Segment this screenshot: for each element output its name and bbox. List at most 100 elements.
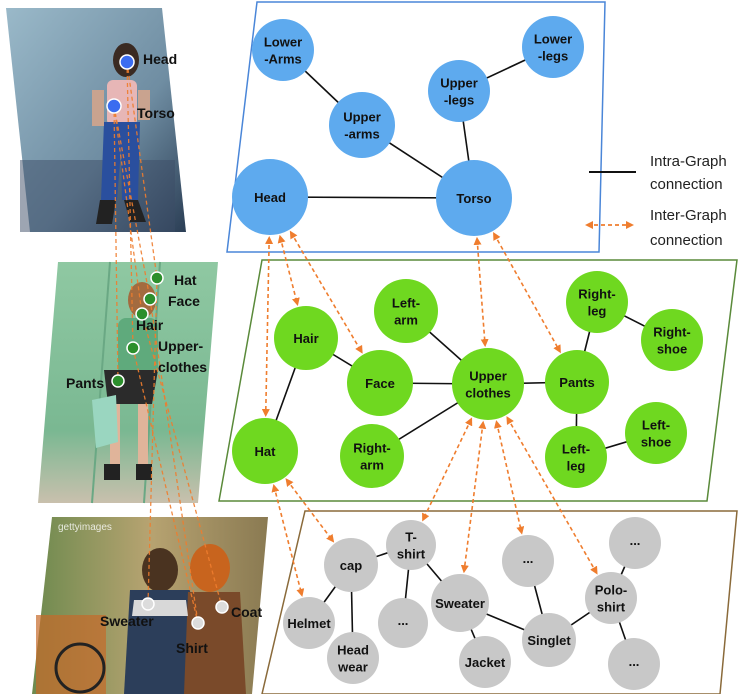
node-face: Face [347,350,413,416]
photo-links [113,61,223,624]
node-circle-upper-legs [428,60,490,122]
node-dots3: ... [378,598,428,648]
photo-link-8 [132,347,199,624]
node-label-lower-arms-1: -Arms [264,52,302,67]
photo-label-pants: Pants [66,375,104,391]
node-label-jacket-0: Jacket [465,655,506,670]
node-circle-hat [232,418,298,484]
node-hair: Hair [274,306,338,370]
photo-1 [6,8,186,232]
inter-edge-upper_clothes-polo [506,416,598,575]
node-label-dots1-0: ... [523,551,534,566]
node-polo: Polo-shirt [585,572,637,624]
photo-label-torso: Torso [137,105,175,121]
node-circle-jacket [459,636,511,688]
node-circle-sweater [431,574,489,632]
graph-nodes: Lower-ArmsUpper-armsUpper-legsLower-legs… [232,16,703,690]
photo-link-5 [147,277,158,605]
node-label-cap-0: cap [340,558,362,573]
node-dots2: ... [609,517,661,569]
node-singlet: Singlet [522,613,576,667]
node-circle-left-shoe [625,402,687,464]
legend-intra-line2: connection [650,176,723,193]
node-label-left-leg-1: leg [567,459,586,474]
photo-link-1 [113,105,151,300]
node-circle-head [232,159,308,235]
node-label-upper-arms-1: -arms [344,127,379,142]
node-right-shoe: Right-shoe [641,309,703,371]
node-label-face-0: Face [365,376,395,391]
node-label-right-shoe-1: shoe [657,342,687,357]
node-circle-upper-clothes [452,348,524,420]
node-hat: Hat [232,418,298,484]
photo-link-6 [149,298,199,624]
inter-edge-upper_clothes-tshirt [422,417,473,522]
node-upper-arms: Upper-arms [329,92,395,158]
node-label-helmet-0: Helmet [287,616,331,631]
photo-label-hat: Hat [174,272,197,288]
photo-label-clothes: clothes [158,359,207,375]
node-label-sweater-0: Sweater [435,596,485,611]
node-label-left-shoe-0: Left- [642,418,670,433]
node-label-head-0: Head [254,190,286,205]
inter-edge-head-hat [261,235,274,418]
node-dots4: ... [608,638,660,690]
inter-edge-torso-pants [493,232,561,354]
photo-label-coat: Coat [231,604,262,620]
getty-watermark: gettyimages [58,522,112,533]
node-head: Head [232,159,308,235]
node-label-tshirt-0: T- [405,530,417,545]
node-circle-pants [545,350,609,414]
node-label-hat-0: Hat [255,444,277,459]
node-upper-legs: Upper-legs [428,60,490,122]
inter-edge-hat-helmet [271,483,305,597]
node-tshirt: T-shirt [386,520,436,570]
node-circle-headwear [327,632,379,684]
node-label-polo-1: shirt [597,600,626,615]
node-label-lower-legs-0: Lower [534,32,572,47]
photo-label-upper: Upper- [158,338,203,354]
node-label-right-leg-0: Right- [578,287,616,302]
node-label-left-arm-0: Left- [392,296,420,311]
node-label-hair-0: Hair [293,331,318,346]
inter-edge-upper_clothes-sweater [460,420,487,574]
node-label-left-leg-0: Left- [562,442,590,457]
inter-edge-hat-cap [285,478,335,543]
node-circle-right-shoe [641,309,703,371]
node-circle-left-arm [374,279,438,343]
node-label-right-arm-0: Right- [353,441,391,456]
node-lower-legs: Lower-legs [522,16,584,78]
node-circle-dots1 [502,535,554,587]
photo-label-face: Face [168,293,200,309]
node-label-upper-legs-1: -legs [444,93,474,108]
node-label-upper-clothes-1: clothes [465,386,511,401]
node-label-dots2-0: ... [630,533,641,548]
inter-graph-edges [261,230,598,597]
node-cap: cap [324,538,378,592]
node-circle-helmet [283,597,335,649]
node-label-pants-0: Pants [559,375,594,390]
node-circle-singlet [522,613,576,667]
node-jacket: Jacket [459,636,511,688]
node-circle-dots4 [608,638,660,690]
node-circle-right-arm [340,424,404,488]
photo-label-head: Head [143,51,177,67]
node-circle-face [347,350,413,416]
photo-link-3 [126,61,134,349]
node-circle-polo [585,572,637,624]
photo-link-7 [141,313,223,608]
node-dots1: ... [502,535,554,587]
node-right-arm: Right-arm [340,424,404,488]
photo-label-hair: Hair [136,317,164,333]
node-lower-arms: Lower-Arms [252,19,314,81]
photo-label-shirt: Shirt [176,640,208,656]
node-pants: Pants [545,350,609,414]
node-torso: Torso [436,160,512,236]
legend-inter-line1: Inter-Graph [650,207,727,224]
node-left-arm: Left-arm [374,279,438,343]
node-label-headwear-1: wear [337,660,368,675]
photo-3-annotations: Sweater Shirt Coat [100,597,262,656]
